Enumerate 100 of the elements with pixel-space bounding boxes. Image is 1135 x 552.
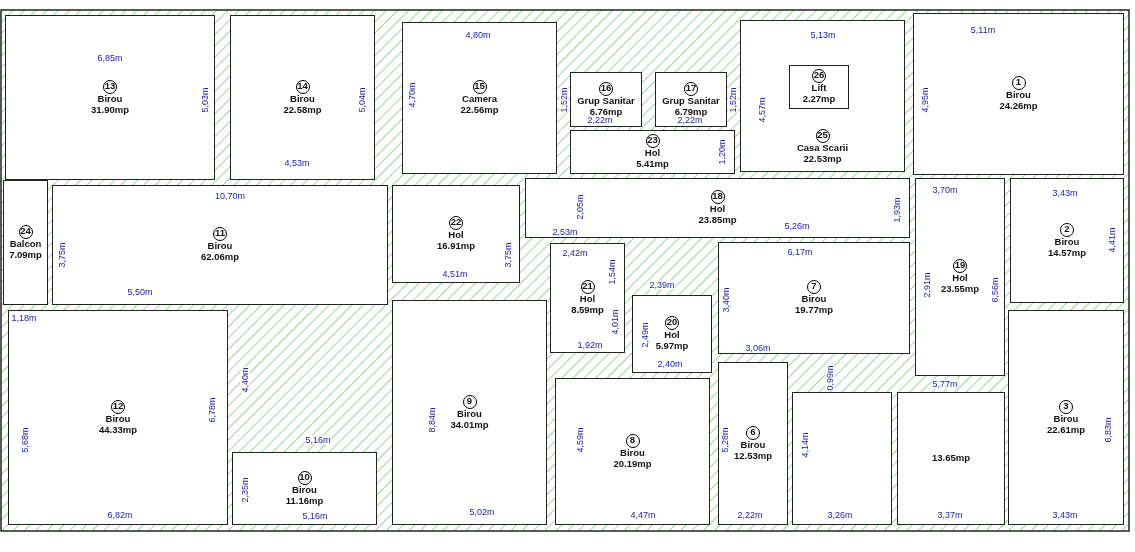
room-area: 23.55mp — [941, 284, 979, 295]
dimension-label: 2,05m — [575, 194, 585, 220]
room-name: Hol — [664, 330, 680, 341]
dimension-label: 6,17m — [787, 247, 813, 257]
dimension-label: 4,14m — [800, 432, 810, 458]
dimension-label: 4,57m — [757, 97, 767, 123]
dimension-label: 6,83m — [1103, 417, 1113, 443]
room — [897, 392, 1005, 525]
dimension-label: 5,02m — [469, 507, 495, 517]
dimension-label: 5,26m — [784, 221, 810, 231]
room-name: Balcon — [9, 238, 42, 250]
room-area: 13.65mp — [932, 453, 970, 464]
room — [392, 300, 547, 525]
room-name: Hol — [579, 294, 596, 305]
room — [915, 178, 1005, 376]
dimension-label: 5,16m — [302, 511, 328, 521]
room — [232, 452, 377, 525]
dimension-label: 2,22m — [587, 115, 613, 125]
room-name: Camera — [462, 94, 497, 105]
dimension-label: 4,70m — [407, 82, 417, 108]
room-name: Hol — [952, 273, 968, 284]
room — [402, 22, 557, 174]
room-name: Lift — [811, 83, 827, 94]
room-name: Birou — [620, 447, 645, 459]
dimension-label: 2,35m — [240, 477, 250, 503]
dimension-label: 4,01m — [610, 309, 620, 335]
dimension-label: 2,39m — [649, 280, 675, 290]
dimension-label: 5,11m — [970, 25, 996, 35]
dimension-label: 6,56m — [990, 277, 1000, 303]
dimension-label: 5,68m — [20, 427, 30, 453]
room-area: 31.90mp — [91, 104, 129, 116]
dimension-label: 5,77m — [932, 379, 958, 389]
dimension-label: 2,91m — [922, 272, 932, 298]
dimension-label: 2,49m — [640, 322, 650, 348]
room-area: 20.19mp — [613, 458, 652, 470]
room-area: 44.33mp — [99, 424, 137, 436]
dimension-label: 4,47m — [630, 510, 656, 520]
room-name: Birou — [207, 241, 233, 252]
room-area: 6.76mp — [589, 106, 623, 118]
room-area: 7.09mp — [9, 249, 42, 261]
room-name: Hol — [448, 230, 464, 241]
dimension-label: 2,22m — [737, 510, 763, 520]
dimension-label: 4,80m — [465, 30, 491, 40]
room-name: Birou — [801, 294, 827, 305]
room — [52, 185, 388, 305]
room-name: Birou — [105, 413, 131, 425]
room — [1010, 178, 1124, 303]
dimension-label: 3,70m — [932, 185, 958, 195]
room-name: Hol — [644, 148, 661, 159]
room-name: Birou — [1054, 236, 1080, 248]
room-name: Birou — [292, 484, 317, 496]
room — [550, 243, 625, 353]
room-name: Casa Scarii — [796, 143, 849, 155]
room — [5, 15, 215, 180]
dimension-label: 1,92m — [577, 340, 603, 350]
room-area: 19.77mp — [795, 305, 833, 316]
room-area: 5.97mp — [655, 341, 689, 352]
dimension-label: 1,18m — [11, 313, 37, 323]
room-area: 62.06mp — [201, 252, 239, 263]
room — [555, 378, 710, 525]
room-name: Birou — [1006, 90, 1031, 101]
dimension-label: 4,53m — [284, 158, 310, 168]
room-area: 11.16mp — [285, 495, 324, 507]
dimension-label: 1,52m — [559, 87, 569, 113]
dimension-label: 5,04m — [357, 87, 367, 113]
room — [632, 295, 712, 373]
dimension-label: 4,40m — [240, 367, 250, 393]
dimension-label: 1,20m — [717, 139, 727, 165]
room-area: 22.53mp — [803, 154, 842, 165]
room-name: Birou — [457, 408, 482, 420]
dimension-label: 5,13m — [810, 30, 836, 40]
dimension-label: 6,78m — [207, 397, 217, 423]
room — [718, 242, 910, 354]
room-area: 6.79mp — [674, 106, 708, 118]
dimension-label: 1,54m — [607, 259, 617, 285]
room-area: 2.27mp — [802, 94, 836, 105]
room — [789, 65, 849, 109]
room-area: 22.61mp — [1047, 424, 1085, 436]
dimension-label: 2,42m — [562, 248, 588, 258]
room-area: 34.01mp — [450, 419, 489, 431]
dimension-label: 4,41m — [1107, 227, 1117, 253]
dimension-label: 3,43m — [1052, 510, 1078, 520]
room-outline — [792, 392, 892, 525]
dimension-label: 3,75m — [503, 242, 513, 268]
room — [570, 72, 642, 127]
dimension-label: 1,52m — [728, 87, 738, 113]
dimension-label: 3,75m — [57, 242, 67, 268]
room-area: 8.59mp — [571, 305, 604, 316]
room — [392, 185, 520, 283]
dimension-label: 0,99m — [825, 365, 835, 391]
room-name: Birou — [740, 439, 766, 451]
room-area: 22.56mp — [460, 105, 499, 116]
room — [913, 13, 1124, 175]
room-name: Grup Sanitar — [662, 95, 720, 107]
room — [8, 310, 228, 525]
room-area: 14.57mp — [1048, 247, 1086, 259]
room — [1008, 310, 1124, 525]
dimension-label: 5,03m — [200, 87, 210, 113]
room — [230, 15, 375, 180]
room-area: 22.58mp — [283, 104, 322, 116]
